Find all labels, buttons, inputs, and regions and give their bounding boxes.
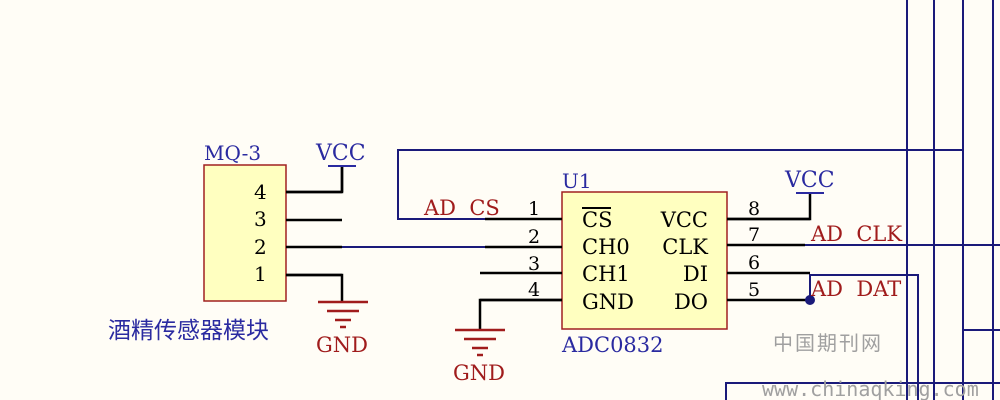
mq3-vcc-symbol: VCC [286,141,366,194]
wire-ad-cs [397,149,1000,331]
mq3-pin-number: 1 [254,262,267,286]
adc0832-chip: U1 ADC0832 1 2 3 4 8 7 6 5 CS CH0 CH1 GN… [480,169,810,357]
junction-dot [805,295,815,305]
chip-pin-number: 4 [528,279,540,301]
net-label-ad-dat: AD DAT [810,277,901,301]
gnd-label: GND [453,361,505,385]
mq3-pin-number: 2 [254,235,267,259]
chip-pin-name: GND [582,290,634,314]
net-label-ad-cs: AD CS [423,196,500,220]
mq3-ref: MQ-3 [204,141,261,165]
watermark-title: 中国期刊网 [773,331,883,355]
chip-pin-number: 2 [528,226,540,248]
chip-part: ADC0832 [561,333,664,357]
chip-pin-name: DI [683,262,708,286]
mq3-gnd-symbol: GND [286,273,368,357]
chip-pin-number: 1 [528,198,540,220]
chip-pin-number: 6 [748,252,760,274]
wire-bottom [725,382,1000,400]
gnd-label: GND [316,333,368,357]
mq3-pin-number: 4 [254,180,267,204]
watermark-url: www.chinaqking.com [762,377,979,400]
chip-ref: U1 [562,169,592,193]
chip-pin-name: VCC [660,208,708,232]
mq3-module-name: 酒精传感器模块 [108,318,269,344]
chip-pin-name: CS [582,208,612,232]
chip-pin-name: CH0 [582,235,630,259]
chip-pin-number: 8 [748,198,760,220]
vcc-label: VCC [784,168,835,193]
chip-pin-name: CH1 [582,262,630,286]
chip-pin-number: 3 [528,253,540,275]
mq3-module: MQ-3 4 3 2 1 酒精传感器模块 [108,141,342,344]
wires [342,0,1000,400]
chip-pin-name: DO [674,290,708,314]
chip-body [561,191,728,330]
mq3-body [203,164,287,302]
vcc-label: VCC [315,141,366,166]
chip-gnd-symbol: GND [453,298,562,385]
chip-vcc-symbol: VCC [727,168,835,221]
wire-ad-dat [809,274,919,400]
net-label-ad-clk: AD CLK [810,222,902,246]
chip-pin-number: 7 [748,224,760,246]
chip-pin-number: 5 [748,279,760,301]
mq3-pin-number: 3 [254,207,267,231]
chip-pin-name: CLK [662,235,708,259]
